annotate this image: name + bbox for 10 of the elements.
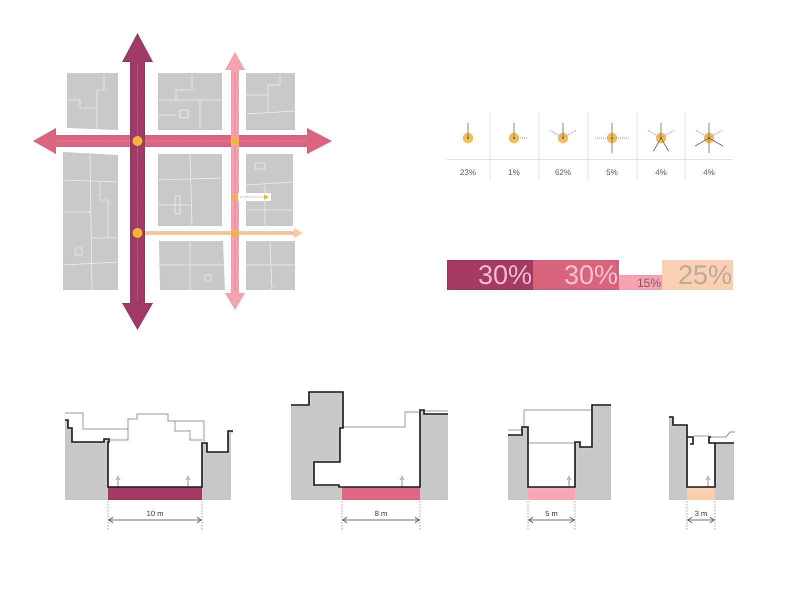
percentage-label: 5% [605, 168, 619, 178]
percentage-label: 30% [564, 262, 618, 289]
percentage-label: 4% [702, 168, 716, 178]
percentage-label: 62% [554, 168, 572, 178]
percentage-label: 15% [636, 277, 661, 289]
percentage-label: 25% [678, 262, 732, 289]
percentage-label: 1% [507, 168, 521, 178]
percentage-label: 23% [458, 168, 477, 178]
percentage-label: 30% [478, 262, 532, 289]
percentage-label: 4% [654, 168, 668, 178]
